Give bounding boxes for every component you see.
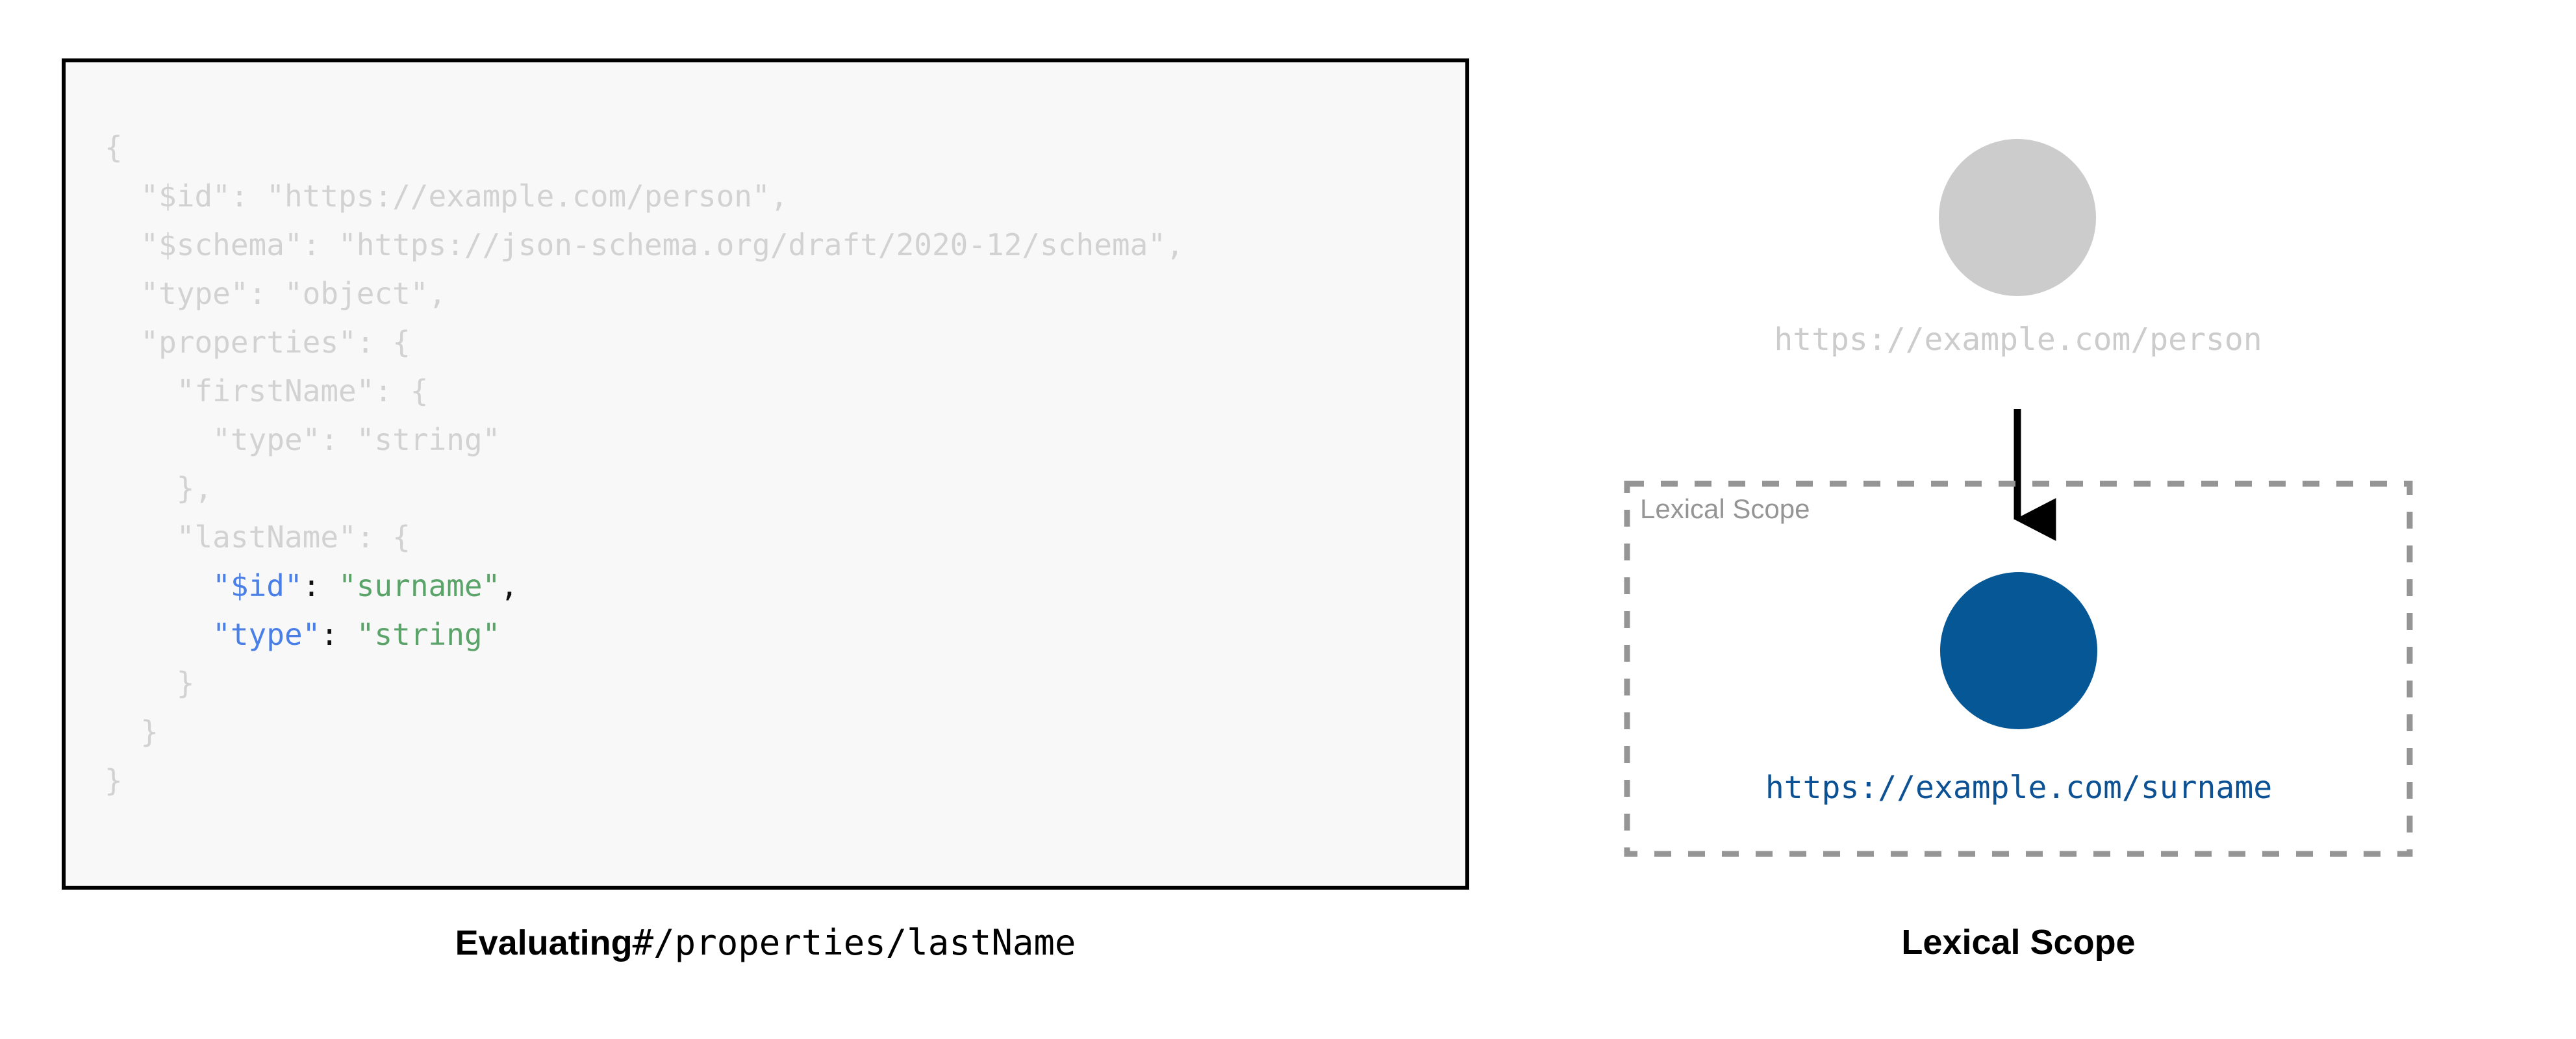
code-token <box>105 617 212 652</box>
code-line: "type": "object", <box>105 269 1184 318</box>
code-line: { <box>105 123 1184 172</box>
code-token: "properties": { <box>105 325 410 360</box>
code-token: , <box>500 568 518 603</box>
json-schema-code-box: { "$id": "https://example.com/person", "… <box>62 58 1469 890</box>
code-line: "type": "string" <box>105 416 1184 464</box>
code-token: }, <box>105 471 213 506</box>
json-schema-code-listing: { "$id": "https://example.com/person", "… <box>105 123 1184 805</box>
code-line: "type": "string" <box>105 610 1184 659</box>
code-token: "$schema": "https://json-schema.org/draf… <box>105 227 1184 262</box>
code-token: "string" <box>356 617 501 652</box>
left-caption: Evaluating#/properties/lastName <box>62 922 1469 963</box>
code-token: : <box>302 568 339 603</box>
embedded-schema-node <box>1940 572 2097 729</box>
code-token: "surname" <box>338 568 501 603</box>
left-caption-strong: Evaluating <box>455 923 633 962</box>
code-line: }, <box>105 464 1184 513</box>
code-token: "type": "string" <box>105 422 501 457</box>
code-line: "$id": "https://example.com/person", <box>105 172 1184 221</box>
lexical-scope-diagram <box>1624 139 2413 857</box>
code-token: "$id" <box>212 568 303 603</box>
code-line: } <box>105 757 1184 805</box>
lexical-scope-diagram-panel: https://example.com/person https://examp… <box>1533 0 2576 1039</box>
code-line: } <box>105 708 1184 757</box>
left-caption-pointer: #/properties/lastName <box>632 922 1076 963</box>
code-token: { <box>105 130 123 165</box>
code-line: "$id": "surname", <box>105 562 1184 610</box>
lexical-scope-boundary-label: Lexical Scope <box>1640 494 1810 524</box>
code-token: } <box>105 763 123 798</box>
code-token: "firstName": { <box>105 373 429 408</box>
code-token: "$id": "https://example.com/person", <box>105 179 789 214</box>
code-token: } <box>105 714 159 749</box>
code-line: "lastName": { <box>105 513 1184 562</box>
code-token: : <box>320 617 357 652</box>
code-token: "type": "object", <box>105 276 447 311</box>
code-line: "firstName": { <box>105 367 1184 416</box>
root-schema-node-label: https://example.com/person <box>1774 321 2262 358</box>
code-token: "type" <box>212 617 321 652</box>
schema-code-panel: { "$id": "https://example.com/person", "… <box>62 58 1469 963</box>
code-line: "$schema": "https://json-schema.org/draf… <box>105 221 1184 269</box>
root-schema-node <box>1939 139 2096 296</box>
embedded-schema-node-label: https://example.com/surname <box>1765 770 2273 806</box>
code-token: "lastName": { <box>105 520 410 555</box>
code-token <box>105 568 212 603</box>
code-line: } <box>105 659 1184 708</box>
code-token: } <box>105 666 195 701</box>
code-line: "properties": { <box>105 318 1184 367</box>
right-caption: Lexical Scope <box>1901 923 2136 962</box>
